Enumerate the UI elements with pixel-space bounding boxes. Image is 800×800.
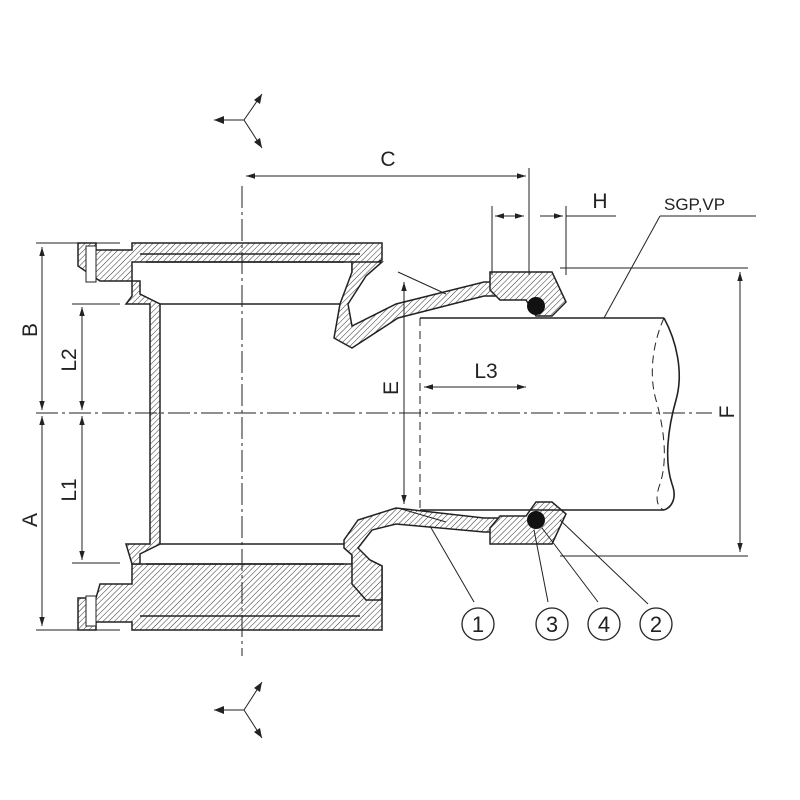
balloon-1: 1 [461,607,495,641]
dim-label-c: C [380,148,395,171]
balloon-4-label: 4 [598,612,610,637]
bolt-hole-top [85,245,97,283]
dim-label-l2: L2 [58,348,81,371]
run-left-wall [124,280,161,565]
balloon-2-label: 2 [650,612,662,637]
dim-label-f: F [716,406,739,419]
socket-assembly [489,271,567,545]
dimension-lines [36,168,756,631]
inserted-pipe [419,317,681,511]
rubber-ring-top [527,297,545,315]
balloon-3: 3 [535,607,569,641]
dim-label-l3: L3 [474,360,497,383]
balloon-3-label: 3 [546,612,558,637]
orientation-symbol-bottom [214,681,263,739]
tee-body [77,242,383,631]
dim-label-b: B [19,323,42,337]
socket-nut-top [489,271,567,317]
branch-upper-wall [333,261,501,349]
dim-label-a: A [19,513,42,527]
rubber-ring-bottom [527,511,545,529]
dim-label-h: H [592,190,607,213]
dim-label-e: E [380,381,403,395]
branch-lower-wall [343,507,501,601]
balloon-1-label: 1 [472,612,484,637]
bolt-hole-bottom [85,595,97,627]
balloon-leaders [429,519,649,605]
orientation-symbol-top [214,93,263,149]
dim-label-l1: L1 [58,478,81,501]
bottom-flange [77,554,383,631]
balloon-2: 2 [639,607,673,641]
balloon-4: 4 [587,607,621,641]
pipe-material-label: SGP,VP [664,195,725,214]
